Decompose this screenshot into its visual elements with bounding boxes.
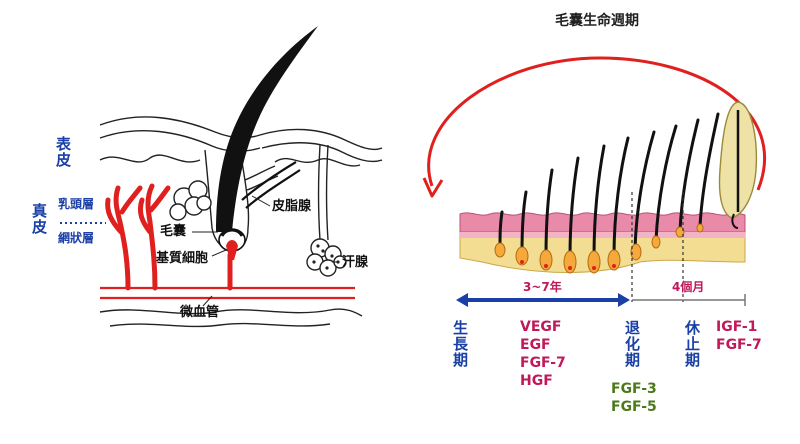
cycle-papillae <box>520 260 616 270</box>
factor-item: HGF <box>520 373 553 389</box>
anagen-factors: VEGF EGF FGF-7 HGF <box>520 318 566 390</box>
phase-dividers <box>631 192 684 302</box>
factor-item: FGF-5 <box>611 399 657 415</box>
label-catagen-phase: 退化期 <box>623 320 641 368</box>
label-sebaceous-gland: 皮脂腺 <box>272 199 312 214</box>
sweat-duct-inner <box>325 144 329 241</box>
label-dermis: 真皮 <box>30 203 48 235</box>
anagen-arrowhead-right <box>618 293 630 307</box>
capillaries <box>100 286 355 300</box>
label-dermis-1: 真 <box>30 203 48 219</box>
label-telogen-duration: 4個月 <box>672 280 705 294</box>
blood-vessels <box>105 183 233 291</box>
cycle-arrow <box>422 177 444 198</box>
label-telogen-phase: 休止期 <box>683 320 701 368</box>
dermis-papillae <box>99 154 201 163</box>
catagen-factors: FGF-3 FGF-5 <box>611 380 657 416</box>
label-reticular-layer: 網狀層 <box>58 231 95 245</box>
label-epidermis: 表皮 <box>54 136 72 168</box>
leader-lines <box>192 195 339 307</box>
cycle-bulbs <box>494 223 704 274</box>
factor-item: FGF-7 <box>520 355 566 371</box>
label-epidermis-1: 表 <box>54 136 72 152</box>
label-anagen-duration: 3~7年 <box>523 280 562 294</box>
label-epidermis-2: 皮 <box>54 152 72 168</box>
factor-item: FGF-7 <box>716 337 762 353</box>
label-dermis-2: 皮 <box>30 219 48 235</box>
label-matrix-cells: 基質細胞 <box>156 251 209 266</box>
label-sweat-gland: 汗腺 <box>342 255 369 270</box>
subcutis-outline <box>99 308 363 317</box>
timeline <box>456 293 746 307</box>
cycle-title: 毛囊生命週期 <box>555 13 639 29</box>
hair-bulb <box>218 228 246 260</box>
epidermis-right-inner <box>261 142 383 163</box>
sweat-gland <box>306 238 347 277</box>
anagen-arrowhead-left <box>456 293 468 307</box>
minor-hairs <box>241 161 301 209</box>
dermis-papillae-right <box>274 157 361 167</box>
factor-item: FGF-3 <box>611 381 657 397</box>
subcutis-lower <box>109 322 331 328</box>
hair-shaft <box>216 26 318 232</box>
skin-cross-section <box>99 116 383 328</box>
epidermis-right <box>259 128 383 151</box>
skin-band-pink-lower <box>460 232 745 238</box>
factor-item: EGF <box>520 337 551 353</box>
sebaceous-gland <box>169 180 212 221</box>
label-anagen-phase: 生長期 <box>451 320 469 368</box>
label-papillary-layer: 乳頭層 <box>58 197 95 211</box>
telogen-factors: IGF-1 FGF-7 <box>716 318 762 354</box>
skin-band-yellow <box>459 227 746 273</box>
sebaceous-duct <box>244 165 276 181</box>
label-capillaries: 微血管 <box>180 305 220 320</box>
factor-item: IGF-1 <box>716 319 758 335</box>
skin-band-pink <box>459 212 746 233</box>
factor-item: VEGF <box>520 319 562 335</box>
sweat-duct <box>317 144 321 241</box>
cycle-arc <box>427 56 766 191</box>
label-hair-follicle: 毛囊 <box>160 224 187 239</box>
club-hair-tip <box>731 213 739 229</box>
